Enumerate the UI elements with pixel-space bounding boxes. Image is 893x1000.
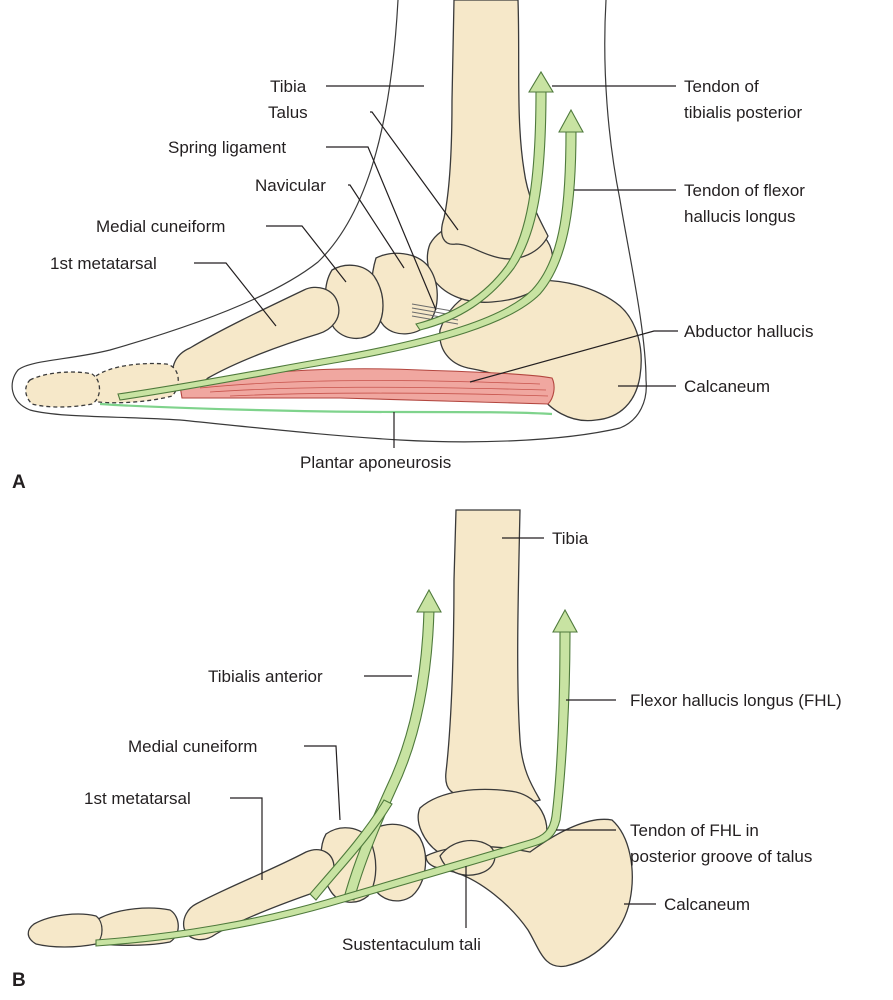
label-tendon-fhl-line1: Tendon of flexor — [684, 181, 805, 200]
label-first-metatarsal-b: 1st metatarsal — [84, 789, 191, 808]
label-tendon-tib-post-line2: tibialis posterior — [684, 103, 802, 122]
plantar-aponeurosis-band — [100, 404, 552, 414]
leader-talus-a — [370, 112, 458, 230]
label-tendon-fhl-line2: hallucis longus — [684, 207, 796, 226]
tibialis-posterior-arrow-a — [529, 72, 553, 92]
label-tendon-tib-post-line1: Tendon of — [684, 77, 759, 96]
panel-b: Tibia Tibialis anterior Flexor hallucis … — [12, 510, 842, 991]
label-tibialis-anterior-b: Tibialis anterior — [208, 667, 323, 686]
label-sustentaculum-tali-b: Sustentaculum tali — [342, 935, 481, 954]
label-fhl-groove-line2: posterior groove of talus — [630, 847, 812, 866]
label-first-metatarsal-a: 1st metatarsal — [50, 254, 157, 273]
leader-meta1-b — [230, 798, 262, 880]
label-fhl-b: Flexor hallucis longus (FHL) — [630, 691, 842, 710]
label-plantar-aponeurosis: Plantar aponeurosis — [300, 453, 451, 472]
tibialis-anterior-arrow-b — [417, 590, 441, 612]
label-calcaneum-a: Calcaneum — [684, 377, 770, 396]
fhl-arrow-a — [559, 110, 583, 132]
label-spring-ligament-a: Spring ligament — [168, 138, 286, 157]
label-calcaneum-b: Calcaneum — [664, 895, 750, 914]
label-medial-cuneiform-b: Medial cuneiform — [128, 737, 257, 756]
leader-medcun-b — [304, 746, 340, 820]
label-fhl-groove-line1: Tendon of FHL in — [630, 821, 759, 840]
label-navicular-a: Navicular — [255, 176, 326, 195]
distal-phalanx-b — [28, 914, 102, 947]
panel-letter-b: B — [12, 970, 26, 991]
label-tibia-b: Tibia — [552, 529, 589, 548]
label-talus-a: Talus — [268, 103, 308, 122]
label-tibia-a: Tibia — [270, 77, 307, 96]
label-abductor-hallucis-a: Abductor hallucis — [684, 322, 813, 341]
distal-phalanx-a — [26, 372, 100, 407]
fhl-arrow-b — [553, 610, 577, 632]
label-medial-cuneiform-a: Medial cuneiform — [96, 217, 225, 236]
panel-letter-a: A — [12, 472, 26, 493]
panel-a: Tibia Talus Spring ligament Navicular Me… — [12, 0, 813, 493]
tibia-b — [446, 510, 540, 802]
leader-navicular-a — [348, 185, 404, 268]
